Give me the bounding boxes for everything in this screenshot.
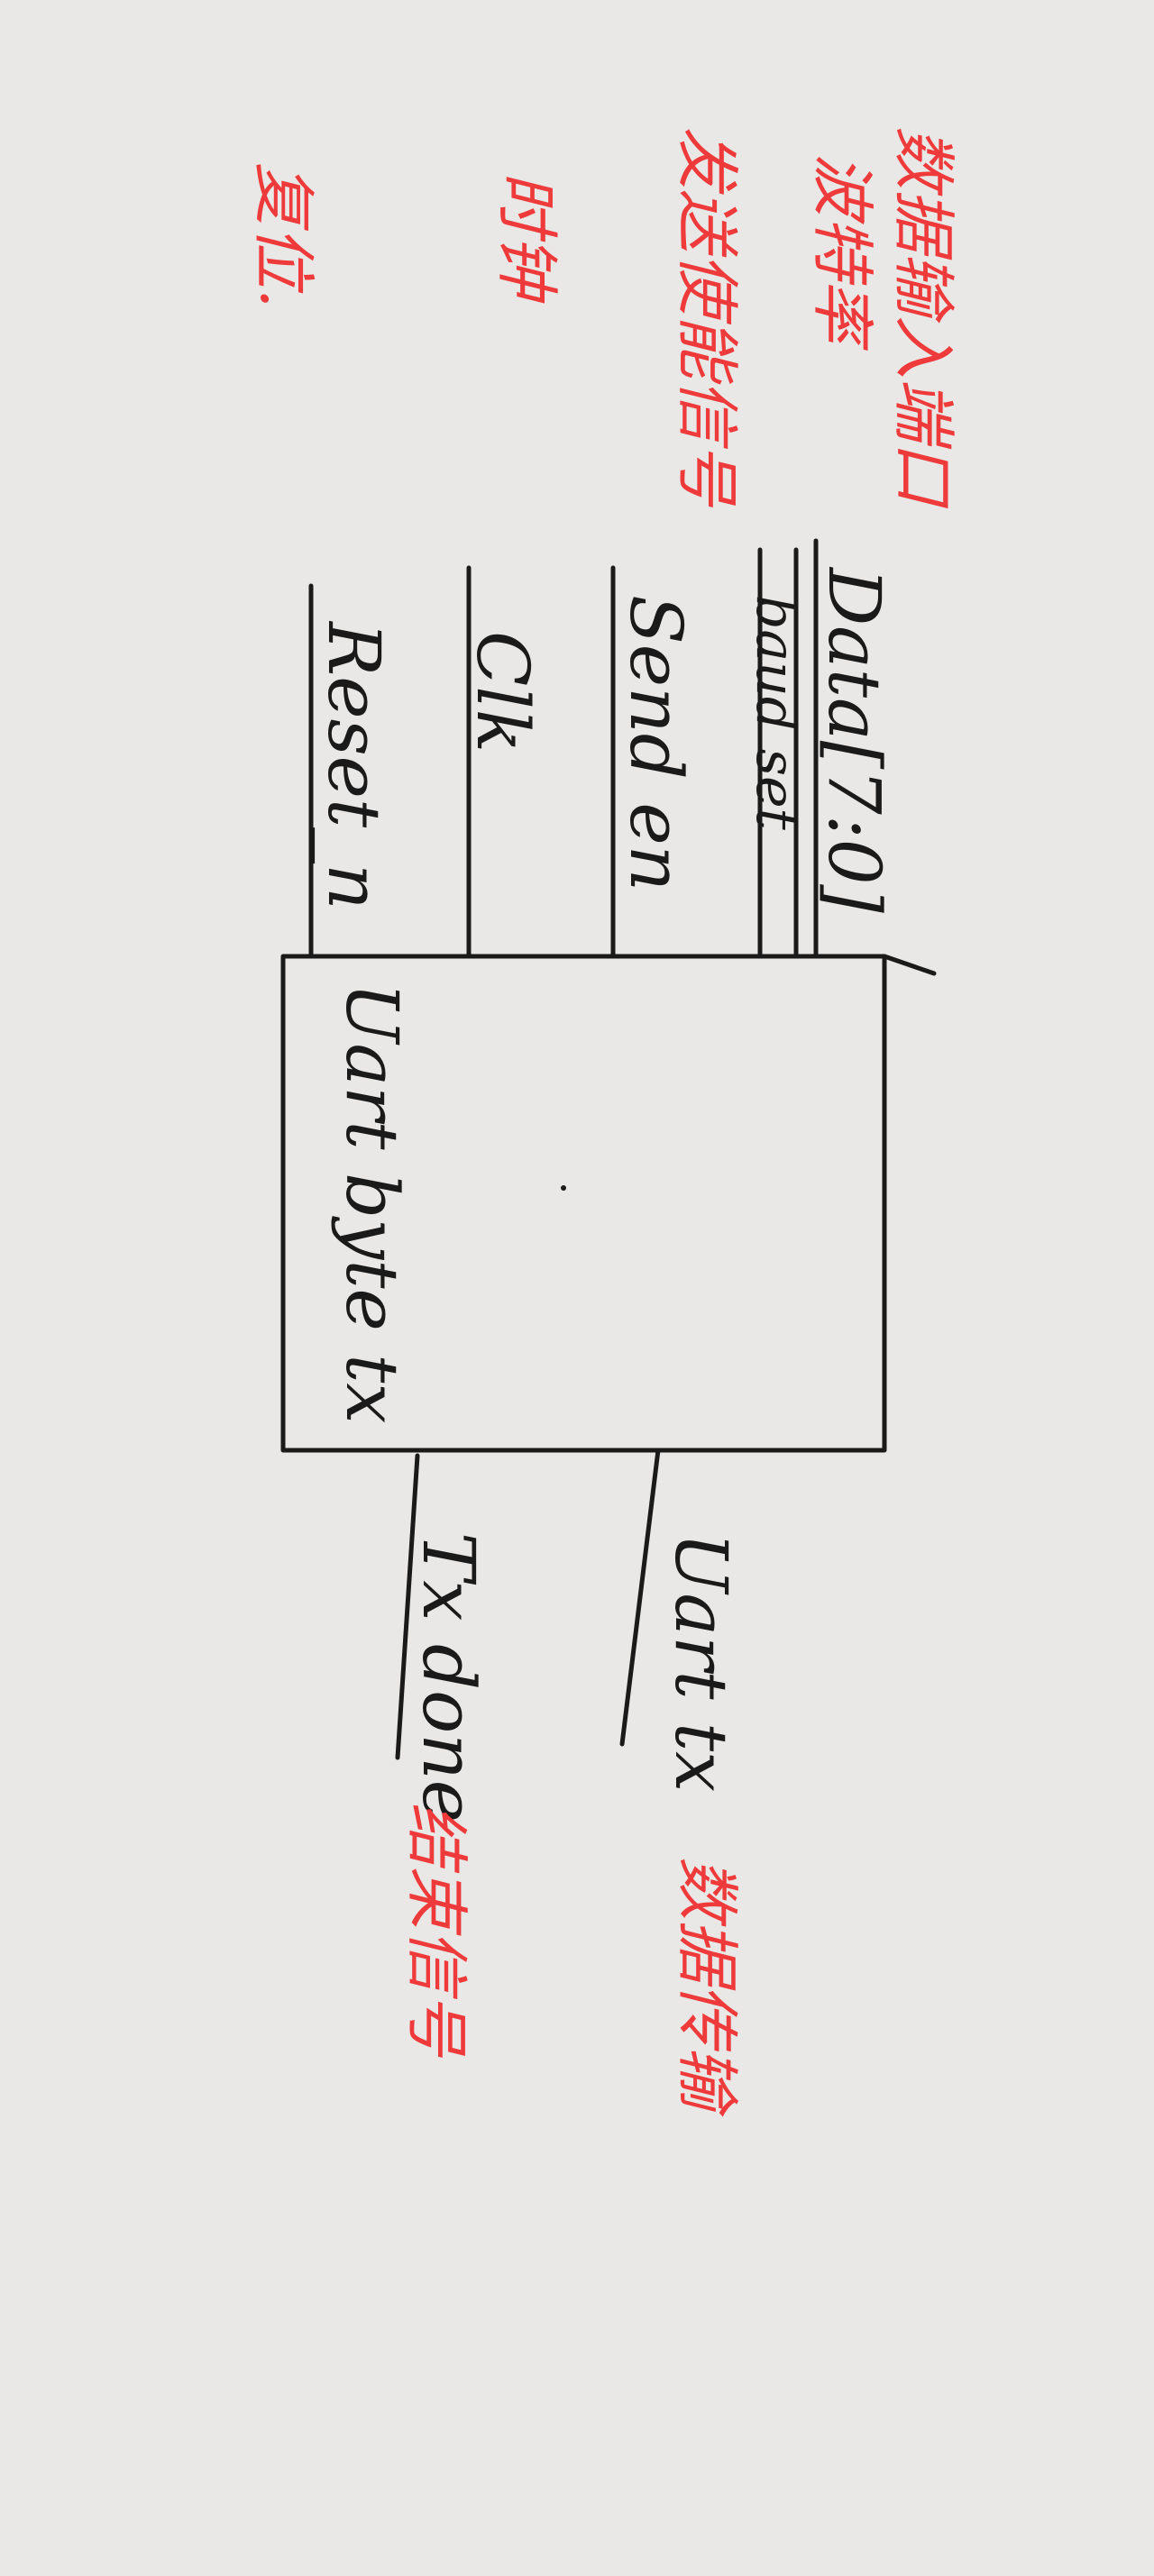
output-label-tx-done: Tx done <box>407 1532 490 1822</box>
input-note-baud: 波特率 <box>805 153 879 351</box>
module-label: Uart byte tx <box>330 982 414 1424</box>
input-port-reset: Reset_n 复位. <box>246 162 396 959</box>
input-port-baud: baud set 波特率 <box>744 153 879 959</box>
pen-dot <box>561 1185 566 1191</box>
input-label-baud: baud set <box>744 595 807 831</box>
input-note-data: 数据输入端口 <box>886 126 960 509</box>
input-label-clk: Clk <box>461 631 545 753</box>
input-note-clk: 时钟 <box>490 171 563 304</box>
block-corner-mark <box>882 954 937 976</box>
input-port-data: Data[7:0] 数据输入端口 <box>757 126 960 959</box>
output-note-tx-done: 结束信号 <box>399 1803 473 2059</box>
output-port-uart-tx: Uart tx 数据传输 <box>619 1448 744 2117</box>
input-label-data: Data[7:0] <box>812 566 896 914</box>
input-port-send-en: Send en 发送使能信号 <box>610 126 744 959</box>
output-label-uart-tx: Uart tx <box>659 1532 743 1792</box>
output-port-tx-done: Tx done 结束信号 <box>395 1453 490 2059</box>
input-port-clk: Clk 时钟 <box>461 171 563 959</box>
input-note-send-en: 发送使能信号 <box>670 126 744 508</box>
module-block <box>280 954 887 1453</box>
input-note-reset: 复位. <box>246 162 320 308</box>
input-label-send-en: Send en <box>614 595 698 891</box>
input-label-reset: Reset_n <box>312 620 396 910</box>
output-note-uart-tx: 数据传输 <box>670 1857 744 2117</box>
